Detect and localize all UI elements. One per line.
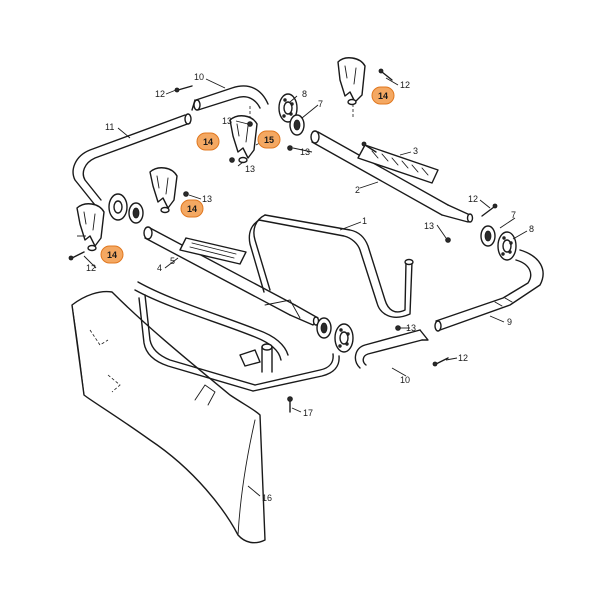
callout-12-bottom: 12 bbox=[458, 353, 468, 363]
callout-16: 16 bbox=[262, 493, 272, 503]
callout-11: 11 bbox=[105, 122, 114, 132]
bolt-12-top-right bbox=[378, 68, 393, 81]
callout-14-left: 14 bbox=[107, 250, 117, 260]
callout-1: 1 bbox=[362, 216, 367, 226]
highlight-15 bbox=[257, 130, 281, 149]
grass-bag bbox=[71, 290, 266, 544]
callout-2: 2 bbox=[355, 185, 360, 195]
bearing-lower bbox=[316, 317, 332, 339]
callout-12-top-left: 12 bbox=[155, 89, 165, 99]
callout-13-a: 13 bbox=[222, 116, 232, 126]
highlight-14-top-right bbox=[371, 86, 395, 105]
lower-frame bbox=[134, 214, 414, 392]
wheel-lower bbox=[334, 323, 354, 353]
nut-13-e bbox=[445, 237, 451, 243]
callout-8-right: 8 bbox=[529, 224, 534, 234]
callout-13-e: 13 bbox=[424, 221, 434, 231]
bracket-left bbox=[76, 203, 105, 252]
callout-3: 3 bbox=[413, 146, 418, 156]
nut-13-c bbox=[229, 157, 235, 163]
bearing-mid-left bbox=[128, 202, 144, 224]
bolt-12-mid bbox=[361, 141, 377, 153]
callout-12-top-right: 12 bbox=[400, 80, 410, 90]
highlight-14-mid bbox=[180, 199, 204, 218]
callout-7-top: 7 bbox=[318, 99, 323, 109]
bolt-12-top-left bbox=[174, 85, 193, 93]
callout-labels: 1 2 3 4 5 7 7 8 8 9 10 10 11 12 12 12 12… bbox=[86, 72, 534, 503]
nut-13-d bbox=[183, 191, 189, 197]
bracket-mid bbox=[149, 167, 178, 214]
bolt-12-right bbox=[481, 203, 498, 217]
bracket-top-right bbox=[337, 57, 366, 106]
handle-right bbox=[354, 249, 544, 369]
callout-7-right: 7 bbox=[511, 210, 516, 220]
bearing-right bbox=[480, 225, 496, 247]
callout-13-d: 13 bbox=[202, 194, 212, 204]
callout-15: 15 bbox=[264, 135, 274, 145]
handle-bend-top bbox=[191, 85, 269, 111]
nut-13-f bbox=[395, 325, 401, 331]
callout-12-mid: 12 bbox=[468, 194, 478, 204]
callout-14-top-center: 14 bbox=[203, 137, 213, 147]
callout-14-top-right: 14 bbox=[378, 91, 388, 101]
axle-lower bbox=[143, 226, 320, 326]
callout-9: 9 bbox=[507, 317, 512, 327]
bearing-top bbox=[289, 114, 305, 136]
callout-13-c: 13 bbox=[245, 164, 255, 174]
screw-17 bbox=[287, 396, 293, 413]
nut-13-a bbox=[247, 121, 253, 127]
highlight-14-top-center bbox=[196, 132, 220, 151]
callout-highlights bbox=[100, 86, 395, 264]
callout-4: 4 bbox=[157, 263, 162, 273]
callout-10-top: 10 bbox=[194, 72, 204, 82]
axle-upper bbox=[310, 130, 474, 223]
bolt-12-left bbox=[68, 251, 85, 261]
leader-lines bbox=[77, 77, 528, 497]
callout-5: 5 bbox=[170, 256, 175, 266]
bolt-12-bottom bbox=[432, 357, 449, 367]
callout-17: 17 bbox=[303, 408, 313, 418]
callout-10-bottom: 10 bbox=[400, 375, 410, 385]
nut-13-b bbox=[287, 145, 293, 151]
highlight-14-left bbox=[100, 245, 124, 264]
wheel-mid-left bbox=[108, 193, 128, 221]
callout-13-b: 13 bbox=[300, 147, 310, 157]
callout-12-left: 12 bbox=[86, 263, 96, 273]
decal-strips bbox=[179, 144, 439, 265]
callout-14-mid: 14 bbox=[187, 204, 197, 214]
wheel-top-left bbox=[278, 93, 298, 123]
callout-8-top: 8 bbox=[302, 89, 307, 99]
wheel-right bbox=[497, 231, 517, 261]
callout-13-f: 13 bbox=[406, 323, 416, 333]
handle-tube-left bbox=[72, 113, 192, 206]
